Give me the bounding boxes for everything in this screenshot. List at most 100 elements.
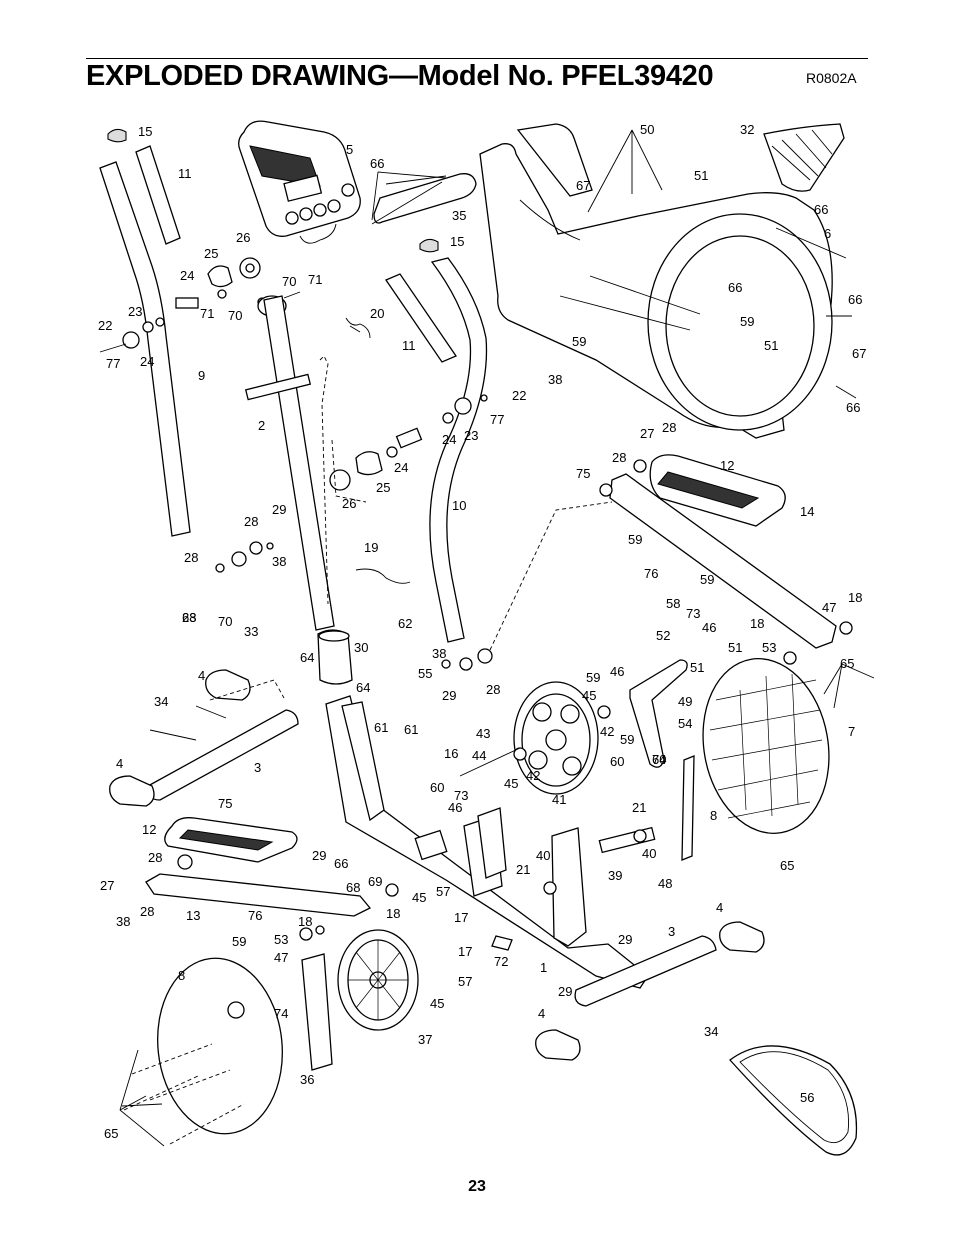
callout-label: 36 bbox=[300, 1072, 314, 1087]
callout-label: 4 bbox=[116, 756, 123, 771]
part-19-wire bbox=[355, 568, 411, 584]
callout-label: 21 bbox=[632, 800, 646, 815]
callout-label: 34 bbox=[704, 1024, 718, 1039]
callout-label: 45 bbox=[412, 890, 426, 905]
callout-label: 66 bbox=[814, 202, 828, 217]
callout-label: 66 bbox=[846, 400, 860, 415]
part-11-grip-right bbox=[385, 273, 457, 363]
callout-label: 56 bbox=[800, 1090, 814, 1105]
part-23-bushing-right bbox=[454, 397, 472, 415]
callout-label: 43 bbox=[476, 726, 490, 741]
callout-label: 52 bbox=[656, 628, 670, 643]
callout-label: 59 bbox=[232, 934, 246, 949]
callout-label: 28 bbox=[182, 610, 196, 625]
callout-label: 64 bbox=[356, 680, 370, 695]
callout-label: 66 bbox=[334, 856, 348, 871]
callout-label: 59 bbox=[620, 732, 634, 747]
callout-label: 28 bbox=[140, 904, 154, 919]
callout-label: 5 bbox=[346, 142, 353, 157]
part-56-belt bbox=[729, 1045, 858, 1156]
part-10-arm bbox=[429, 257, 488, 643]
callout-label: 12 bbox=[720, 458, 734, 473]
callout-label: 46 bbox=[702, 620, 716, 635]
part-36-bracket bbox=[301, 953, 333, 1071]
callout-label: 51 bbox=[690, 660, 704, 675]
part-4-endcap-b bbox=[535, 1029, 581, 1061]
callout-label: 70 bbox=[282, 274, 296, 289]
callout-label: 65 bbox=[780, 858, 794, 873]
callout-label: 59 bbox=[700, 572, 714, 587]
callout-label: 42 bbox=[526, 768, 540, 783]
callout-label: 60 bbox=[430, 780, 444, 795]
callout-label: 59 bbox=[572, 334, 586, 349]
callout-label: 38 bbox=[272, 554, 286, 569]
callout-label: 16 bbox=[444, 746, 458, 761]
callout-label: 18 bbox=[298, 914, 312, 929]
callout-label: 24 bbox=[394, 460, 408, 475]
callout-label: 21 bbox=[516, 862, 530, 877]
callout-label: 17 bbox=[458, 944, 472, 959]
callout-label: 18 bbox=[750, 616, 764, 631]
callout-label: 25 bbox=[204, 246, 218, 261]
callout-label: 59 bbox=[628, 532, 642, 547]
callout-label: 39 bbox=[608, 868, 622, 883]
callout-label: 38 bbox=[116, 914, 130, 929]
callout-label: 18 bbox=[386, 906, 400, 921]
callout-label: 53 bbox=[274, 932, 288, 947]
callout-label: 11 bbox=[178, 166, 192, 181]
callout-label: 24 bbox=[180, 268, 194, 283]
part-24-washer bbox=[155, 317, 165, 327]
callout-label: 34 bbox=[154, 694, 168, 709]
header-rule bbox=[86, 58, 868, 59]
part-72-spring bbox=[491, 935, 513, 951]
part-25-pivot bbox=[207, 265, 233, 288]
callout-label: 60 bbox=[610, 754, 624, 769]
callout-label: 70 bbox=[228, 308, 242, 323]
part-4-endcap-c bbox=[205, 669, 251, 701]
callout-label: 47 bbox=[274, 950, 288, 965]
callout-label: 68 bbox=[346, 880, 360, 895]
part-7-shroud bbox=[516, 123, 593, 197]
callout-label: 74 bbox=[274, 1006, 288, 1021]
callout-label: 28 bbox=[148, 850, 162, 865]
callout-label: 15 bbox=[138, 124, 152, 139]
callout-label: 8 bbox=[178, 968, 185, 983]
part-48-bracket bbox=[681, 755, 695, 861]
part-30-sleeve bbox=[317, 629, 353, 685]
callout-label: 71 bbox=[200, 306, 214, 321]
callout-label: 17 bbox=[454, 910, 468, 925]
callout-label: 61 bbox=[374, 720, 388, 735]
callout-label: 37 bbox=[418, 1032, 432, 1047]
callout-label: 27 bbox=[640, 426, 654, 441]
callout-label: 40 bbox=[536, 848, 550, 863]
callout-label: 28 bbox=[486, 682, 500, 697]
callout-label: 12 bbox=[142, 822, 156, 837]
callout-label: 24 bbox=[140, 354, 154, 369]
callout-label: 54 bbox=[678, 716, 692, 731]
callout-label: 66 bbox=[728, 280, 742, 295]
callout-label: 42 bbox=[600, 724, 614, 739]
callout-label: 53 bbox=[762, 640, 776, 655]
callout-label: 61 bbox=[404, 722, 418, 737]
callout-label: 59 bbox=[586, 670, 600, 685]
part-52-crank bbox=[629, 659, 688, 768]
callout-label: 57 bbox=[458, 974, 472, 989]
part-9-arm bbox=[99, 161, 191, 537]
callout-label: 51 bbox=[764, 338, 778, 353]
part-24-tube bbox=[175, 297, 199, 309]
callout-label: 32 bbox=[740, 122, 754, 137]
part-13-pedal-arm bbox=[145, 873, 372, 917]
part-2-axle bbox=[244, 373, 312, 401]
callout-label: 51 bbox=[694, 168, 708, 183]
part-20-wire bbox=[345, 317, 371, 339]
callout-label: 74 bbox=[652, 752, 666, 767]
part-3-stabilizer-right bbox=[574, 935, 717, 1007]
callout-label: 57 bbox=[436, 884, 450, 899]
callout-label: 69 bbox=[368, 874, 382, 889]
callout-label: 23 bbox=[128, 304, 142, 319]
part-11-grip bbox=[135, 145, 181, 245]
part-8-disc-left bbox=[157, 957, 283, 1135]
callout-label: 33 bbox=[244, 624, 258, 639]
callout-label: 45 bbox=[430, 996, 444, 1011]
